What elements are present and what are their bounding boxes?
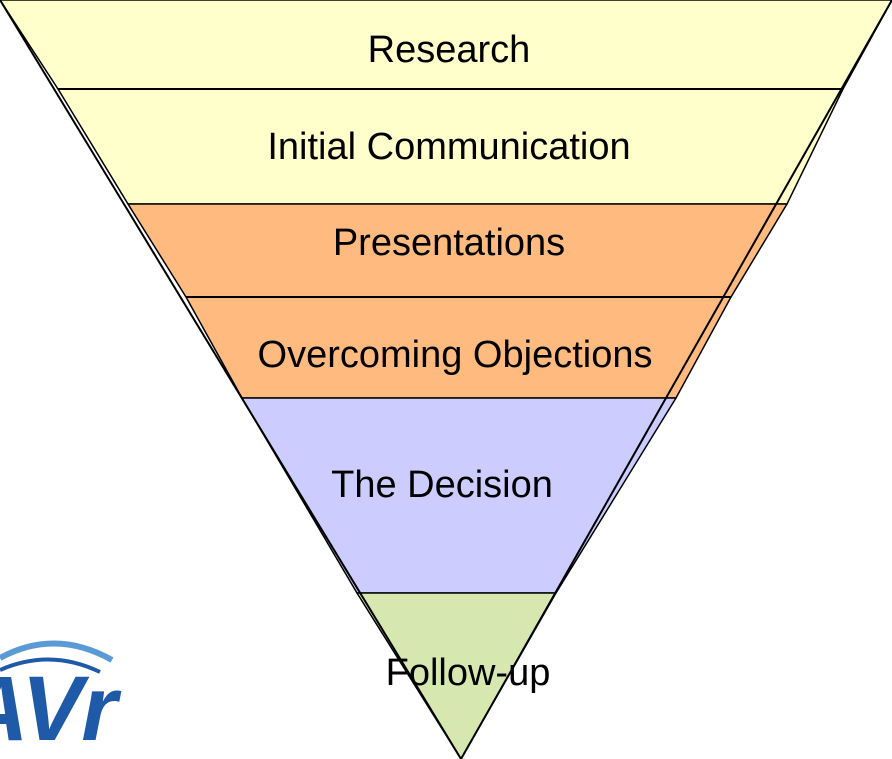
logo-wordmark: AVr bbox=[0, 658, 121, 759]
funnel-left-edge bbox=[0, 0, 462, 759]
company-logo: AVr bbox=[0, 640, 121, 759]
logo-swoosh-arc bbox=[0, 640, 114, 663]
funnel-right-edge bbox=[460, 0, 892, 759]
logo-swoosh-arc bbox=[0, 657, 101, 674]
stage-label-the-decision: The Decision bbox=[331, 464, 553, 506]
stage-label-follow-up: Follow-up bbox=[386, 652, 551, 694]
stage-label-overcoming-objections: Overcoming Objections bbox=[258, 334, 653, 376]
stage-label-presentations: Presentations bbox=[333, 222, 565, 264]
stage-label-initial-communication: Initial Communication bbox=[267, 126, 630, 168]
stage-label-research: Research bbox=[368, 29, 531, 71]
